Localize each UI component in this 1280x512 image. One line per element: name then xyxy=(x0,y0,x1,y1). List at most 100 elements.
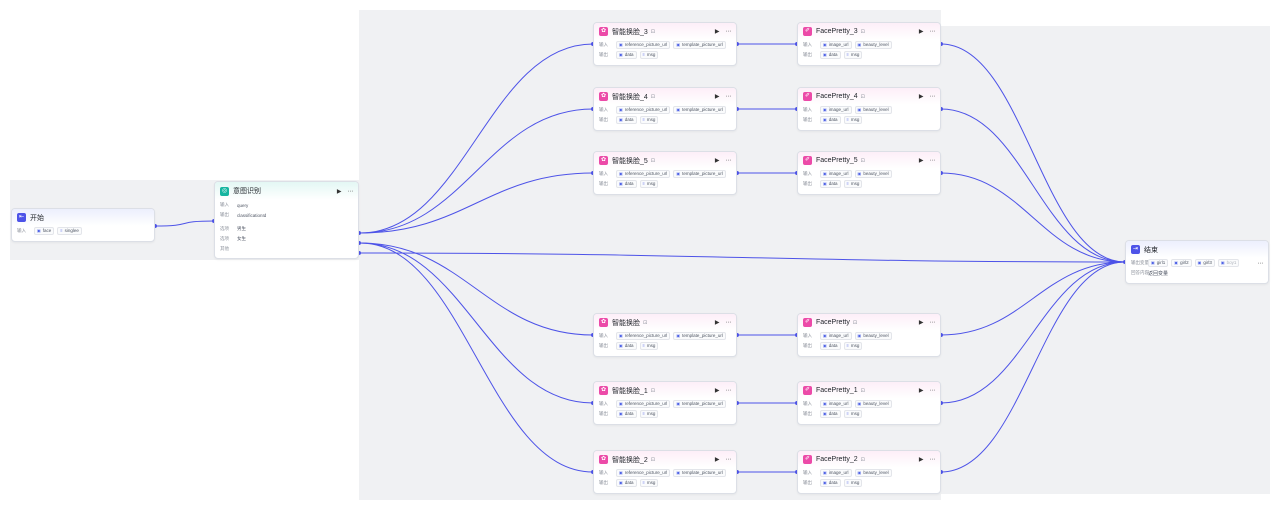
output-tag: ≡msg xyxy=(639,51,659,59)
output-tag: ≡msg xyxy=(843,51,863,59)
run-button[interactable]: ▶ xyxy=(714,320,720,326)
face-pretty-node[interactable]: ✐ FacePretty_4 ⊡ ▶ ··· 输入 ▣image_url ▣be… xyxy=(797,87,941,131)
output-tag: ≡msg xyxy=(843,410,863,418)
run-button[interactable]: ▶ xyxy=(714,158,720,164)
face-swap-node[interactable]: ✿ 智能换脸 ⊡ ▶ ··· 输入 ▣reference_picture_url… xyxy=(593,313,737,357)
face-swap-icon: ✿ xyxy=(599,27,608,36)
node-title: 智能换脸_5 xyxy=(612,157,648,165)
face-pretty-node[interactable]: ✐ FacePretty_5 ⊡ ▶ ··· 输入 ▣image_url ▣be… xyxy=(797,151,941,195)
more-menu-button[interactable]: ··· xyxy=(725,93,732,100)
more-menu-button[interactable]: ··· xyxy=(347,187,354,195)
input-tag: ▣image_url xyxy=(820,41,852,49)
answer-label: 回答内容 xyxy=(1131,270,1149,275)
face-pretty-node[interactable]: ✐ FacePretty_3 ⊡ ▶ ··· 输入 ▣image_url ▣be… xyxy=(797,22,941,66)
input-tag: ▣reference_picture_url xyxy=(616,332,671,340)
run-button[interactable]: ▶ xyxy=(336,188,342,195)
more-menu-button[interactable]: ··· xyxy=(929,387,936,394)
more-menu-button[interactable]: ··· xyxy=(929,319,936,326)
input-label: 输入 xyxy=(803,42,812,47)
face-pretty-node[interactable]: ✐ FacePretty_2 ⊡ ▶ ··· 输入 ▣image_url ▣be… xyxy=(797,450,941,494)
string-type-icon: ▣ xyxy=(823,470,827,475)
input-label: 输入 xyxy=(803,401,812,406)
intent-node-title: 意图识别 xyxy=(233,188,261,195)
object-type-icon: ▣ xyxy=(823,117,827,122)
run-button[interactable]: ▶ xyxy=(714,29,720,35)
string-type-icon: ≡ xyxy=(642,52,645,57)
face-swap-node[interactable]: ✿ 智能换脸_3 ⊡ ▶ ··· 输入 ▣reference_picture_u… xyxy=(593,22,737,66)
more-menu-button[interactable]: ··· xyxy=(725,157,732,164)
face-swap-icon: ✿ xyxy=(599,386,608,395)
string-type-icon: ▣ xyxy=(676,401,681,406)
output-tag: ▣data xyxy=(820,342,841,350)
string-type-icon: ≡ xyxy=(846,181,849,186)
output-label: 输出 xyxy=(803,181,812,186)
more-menu-button[interactable]: ··· xyxy=(929,157,936,164)
face-swap-icon: ✿ xyxy=(599,455,608,464)
string-type-icon: ▣ xyxy=(676,470,681,475)
face-swap-node[interactable]: ✿ 智能换脸_4 ⊡ ▶ ··· 输入 ▣reference_picture_u… xyxy=(593,87,737,131)
input-tag: ▣image_url xyxy=(820,332,852,340)
more-menu-button[interactable]: ··· xyxy=(929,28,936,35)
string-type-icon: ≡ xyxy=(846,480,849,485)
input-tag-singlee: ≡singlee xyxy=(57,227,82,235)
output-tag: ≡msg xyxy=(843,180,863,188)
more-menu-button[interactable]: ··· xyxy=(1257,259,1264,267)
output-tag: ▣girl2 xyxy=(1171,259,1192,267)
object-type-icon: ▣ xyxy=(823,411,827,416)
lock-icon: ⊡ xyxy=(860,387,865,394)
run-button[interactable]: ▶ xyxy=(714,388,720,394)
face-swap-node[interactable]: ✿ 智能换脸_2 ⊡ ▶ ··· 输入 ▣reference_picture_u… xyxy=(593,450,737,494)
run-button[interactable]: ▶ xyxy=(918,320,924,326)
more-menu-button[interactable]: ··· xyxy=(725,28,732,35)
node-title: FacePretty_2 xyxy=(816,456,858,463)
string-type-icon: ≡ xyxy=(846,117,849,122)
run-button[interactable]: ▶ xyxy=(714,457,720,463)
string-type-icon: ▣ xyxy=(619,171,623,176)
input-tag: ▣image_url xyxy=(820,400,852,408)
more-menu-button[interactable]: ··· xyxy=(725,387,732,394)
node-title: FacePretty_1 xyxy=(816,387,858,394)
input-tag: ▣template_picture_url xyxy=(673,41,726,49)
output-tag: ▣data xyxy=(616,51,637,59)
end-node[interactable]: ⇥ 结束 输出变量 ▣girl1 ▣girl2 ▣girl3 ▣boy1 ···… xyxy=(1125,240,1269,284)
string-type-icon: ▣ xyxy=(676,171,681,176)
run-button[interactable]: ▶ xyxy=(918,29,924,35)
string-type-icon: ▣ xyxy=(857,401,862,406)
intent-option-girl: 女生 xyxy=(237,236,246,241)
face-swap-icon: ✿ xyxy=(599,92,608,101)
output-tag: ▣data xyxy=(820,479,841,487)
run-button[interactable]: ▶ xyxy=(918,94,924,100)
run-button[interactable]: ▶ xyxy=(918,388,924,394)
input-tag: ▣beauty_level xyxy=(854,332,892,340)
output-label: 输出 xyxy=(803,343,812,348)
run-button[interactable]: ▶ xyxy=(918,158,924,164)
face-swap-node[interactable]: ✿ 智能换脸_1 ⊡ ▶ ··· 输入 ▣reference_picture_u… xyxy=(593,381,737,425)
input-tag: ▣beauty_level xyxy=(854,170,892,178)
face-pretty-node[interactable]: ✐ FacePretty_1 ⊡ ▶ ··· 输入 ▣image_url ▣be… xyxy=(797,381,941,425)
answer-value: 返回变量 xyxy=(1148,270,1169,277)
face-swap-node[interactable]: ✿ 智能换脸_5 ⊡ ▶ ··· 输入 ▣reference_picture_u… xyxy=(593,151,737,195)
run-button[interactable]: ▶ xyxy=(714,94,720,100)
lock-icon: ⊡ xyxy=(860,157,865,164)
object-type-icon: ▣ xyxy=(823,181,827,186)
more-menu-button[interactable]: ··· xyxy=(929,456,936,463)
output-label: 输出 xyxy=(803,117,812,122)
more-menu-button[interactable]: ··· xyxy=(725,456,732,463)
run-button[interactable]: ▶ xyxy=(918,457,924,463)
face-pretty-node[interactable]: ✐ FacePretty ⊡ ▶ ··· 输入 ▣image_url ▣beau… xyxy=(797,313,941,357)
more-menu-button[interactable]: ··· xyxy=(725,319,732,326)
string-type-icon: ▣ xyxy=(619,401,623,406)
string-type-icon: ≡ xyxy=(642,117,645,122)
input-label: 输入 xyxy=(599,42,608,47)
more-menu-button[interactable]: ··· xyxy=(929,93,936,100)
start-node[interactable]: ⇤ 开始 输入 ▣face ≡singlee xyxy=(11,208,155,242)
input-tag: ▣image_url xyxy=(820,170,852,178)
input-label: 输入 xyxy=(803,107,812,112)
output-tag: ▣data xyxy=(616,180,637,188)
input-label: 输入 xyxy=(803,470,812,475)
intent-node[interactable]: ◎ 意图识别 ▶ ··· 输入 query 输出 classificationI… xyxy=(214,181,359,259)
node-title: FacePretty_5 xyxy=(816,157,858,164)
node-title: FacePretty xyxy=(816,319,850,326)
string-type-icon: ▣ xyxy=(857,107,862,112)
